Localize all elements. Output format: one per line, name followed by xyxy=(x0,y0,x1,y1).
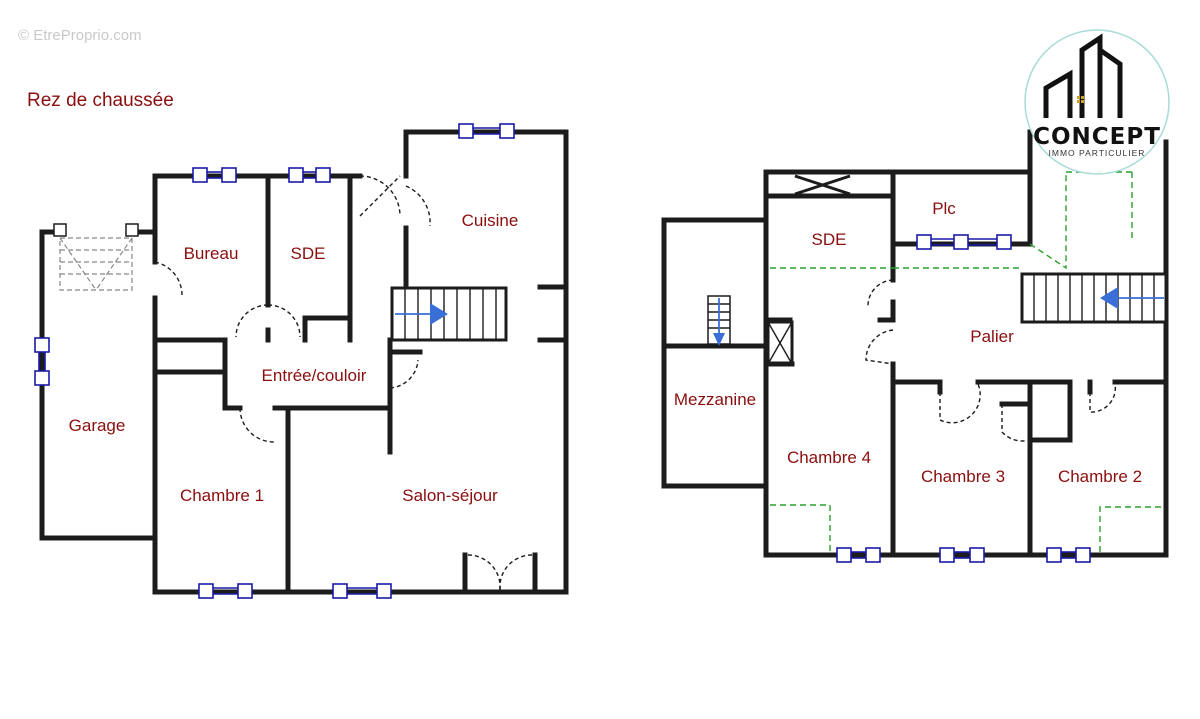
patio-door-swing xyxy=(467,554,501,591)
room-label-sde: SDE xyxy=(291,244,326,263)
kitchen-door-swing xyxy=(359,175,401,217)
logo-name: CONCEPT xyxy=(1033,124,1161,150)
ground-floor-plan: Garage Bureau SDE Cuisine Entrée/couloir… xyxy=(34,123,569,599)
stair-door-swing xyxy=(389,359,419,389)
logo-circle xyxy=(1024,29,1170,175)
chambre2-door-swing xyxy=(1089,383,1117,413)
concept-logo: CONCEPT IMMO PARTICULIER xyxy=(1024,29,1170,175)
garage-wall xyxy=(39,229,158,541)
kitchen-door-swing xyxy=(405,185,431,227)
room-label-chambre4: Chambre 4 xyxy=(787,448,871,467)
upper-wall-top xyxy=(763,169,1033,247)
patio-door-swing xyxy=(499,554,533,591)
mezzanine-ladder xyxy=(707,295,731,346)
room-label-garage: Garage xyxy=(69,416,126,435)
upper-staircase xyxy=(1020,272,1168,324)
sde-door-swing xyxy=(267,304,301,338)
room-label-chambre1: Chambre 1 xyxy=(180,486,264,505)
chambre4-door-swing xyxy=(865,329,894,365)
room-label-palier: Palier xyxy=(970,327,1014,346)
watermark-text: © EtreProprio.com xyxy=(18,27,142,44)
sde-beam-x xyxy=(794,174,851,196)
logo-subtitle: IMMO PARTICULIER xyxy=(1049,148,1146,158)
chambre3-door-swing xyxy=(939,383,981,424)
room-label-upper-sde: SDE xyxy=(812,230,847,249)
room-label-plc: Plc xyxy=(932,199,956,218)
garage-post xyxy=(53,223,67,237)
kitchen-door-leaf xyxy=(359,175,401,217)
upper-windows xyxy=(836,234,1091,563)
ground-wall-outer xyxy=(152,129,569,595)
bureau-door-swing xyxy=(154,261,183,297)
garage-loft-stair-icon xyxy=(59,237,133,291)
roof-slope-lines xyxy=(770,171,1164,552)
ground-windows xyxy=(34,123,515,599)
closet-wall xyxy=(1027,379,1073,443)
chimney-x xyxy=(766,320,794,366)
chambre1-door-swing xyxy=(239,407,275,443)
room-label-mezzanine: Mezzanine xyxy=(674,390,756,409)
room-label-salon: Salon-séjour xyxy=(402,486,498,505)
room-label-entree: Entrée/couloir xyxy=(262,366,367,385)
ground-floor-title: Rez de chaussée xyxy=(27,90,174,111)
room-label-chambre3: Chambre 3 xyxy=(921,467,1005,486)
sde-door-swing xyxy=(867,279,894,307)
room-label-cuisine: Cuisine xyxy=(462,211,519,230)
sde-inner-wall xyxy=(302,315,353,343)
room-label-chambre2: Chambre 2 xyxy=(1058,467,1142,486)
bureau-door-swing xyxy=(235,304,269,338)
garage-post xyxy=(125,223,139,237)
ground-staircase xyxy=(390,286,508,342)
logo-building-icon xyxy=(1043,33,1123,118)
closet-door-swing xyxy=(1001,404,1031,442)
upper-floor-plan: SDE Plc Palier Mezzanine Chambre 4 Chamb… xyxy=(661,129,1169,563)
mezzanine-wall xyxy=(661,217,769,489)
room-label-bureau: Bureau xyxy=(184,244,239,263)
